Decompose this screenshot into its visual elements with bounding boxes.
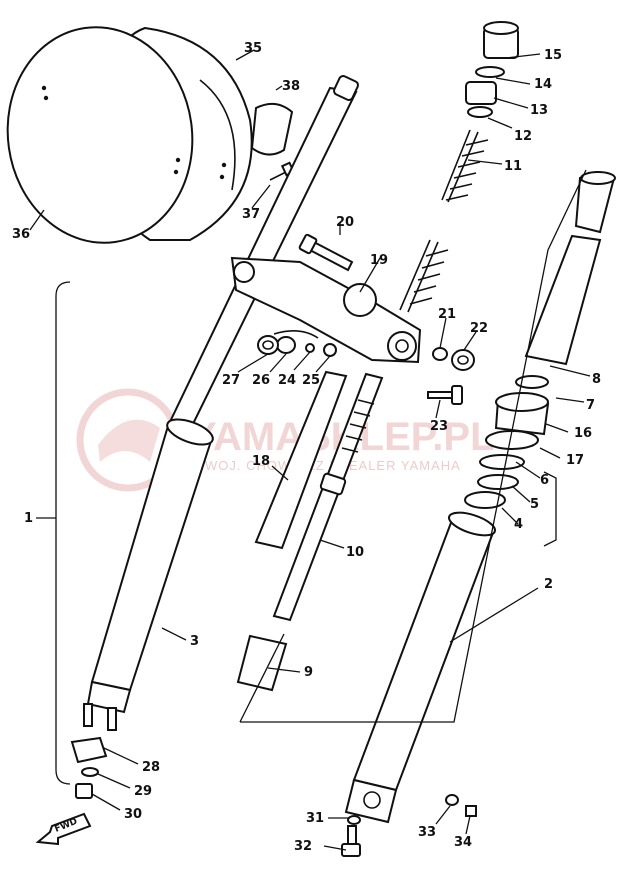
pinch-bolt-20 [298,233,354,272]
headlight-shell [6,26,253,244]
callout-25: 25 [302,373,320,388]
cover-8 [524,171,616,366]
ring-6 [479,454,525,470]
callout-27: 27 [222,373,240,388]
bolt-23 [427,385,463,405]
callout-11: 11 [504,159,522,174]
callout-15: 15 [544,48,562,63]
damper-rod [272,372,384,622]
cap-27 [257,335,279,355]
callout-28: 28 [142,760,160,775]
washer-29 [81,767,99,777]
callout-2: 2 [544,577,553,592]
callout-3: 3 [190,634,199,649]
callout-30: 30 [124,807,142,822]
washer-25 [305,343,315,353]
callout-14: 14 [534,77,552,92]
callout-16: 16 [574,426,592,441]
inner-tube-18 [254,370,348,550]
callout-10: 10 [346,545,364,560]
callout-5: 5 [530,497,539,512]
fork-top-parts [465,21,519,118]
fork-spring [399,129,489,313]
callout-24: 24 [278,373,296,388]
collar-9 [236,634,288,692]
under-bracket [230,256,422,364]
nut-22 [451,349,475,371]
right-fork-tube [344,511,496,824]
callout-13: 13 [530,103,548,118]
callout-36: 36 [12,227,30,242]
callout-29: 29 [134,784,152,799]
washer-24 [323,343,337,357]
seal-ring [273,330,319,339]
callout-1: 1 [24,511,33,526]
cap-26 [276,336,296,354]
ring-7 [515,375,549,389]
callout-32: 32 [294,839,312,854]
bolt-32 [341,825,361,857]
fwd-arrow-icon: FWD [35,812,92,846]
callout-23: 23 [430,419,448,434]
washer-31 [347,815,361,825]
callout-7: 7 [586,398,595,413]
callout-20: 20 [336,215,354,230]
leader-lines [29,49,591,851]
clip-5 [477,474,519,490]
callout-34: 34 [454,835,472,850]
headlight-band [250,102,294,156]
callout-12: 12 [514,129,532,144]
callout-31: 31 [306,811,324,826]
callout-18: 18 [252,454,270,469]
washer-21 [432,347,448,361]
callout-19: 19 [370,253,388,268]
cover-16 [494,392,550,436]
callout-33: 33 [418,825,436,840]
callout-35: 35 [244,41,262,56]
clamp-28 [70,736,108,764]
callout-38: 38 [282,79,300,94]
callout-labels: 1 2 3 4 5 6 7 8 9 10 11 12 13 14 15 16 1… [12,41,601,854]
callout-6: 6 [540,473,549,488]
group-brackets [36,169,587,785]
washer-33 [445,794,459,806]
callout-17: 17 [566,453,584,468]
seal-4 [464,491,506,509]
watermark-helmet-icon [98,419,160,462]
callout-9: 9 [304,665,313,680]
callout-8: 8 [592,372,601,387]
nut-30 [75,783,93,799]
callout-26: 26 [252,373,270,388]
callout-37: 37 [242,207,260,222]
callout-22: 22 [470,321,488,336]
callout-21: 21 [438,307,456,322]
callout-4: 4 [514,517,523,532]
bolt-34 [465,805,477,817]
